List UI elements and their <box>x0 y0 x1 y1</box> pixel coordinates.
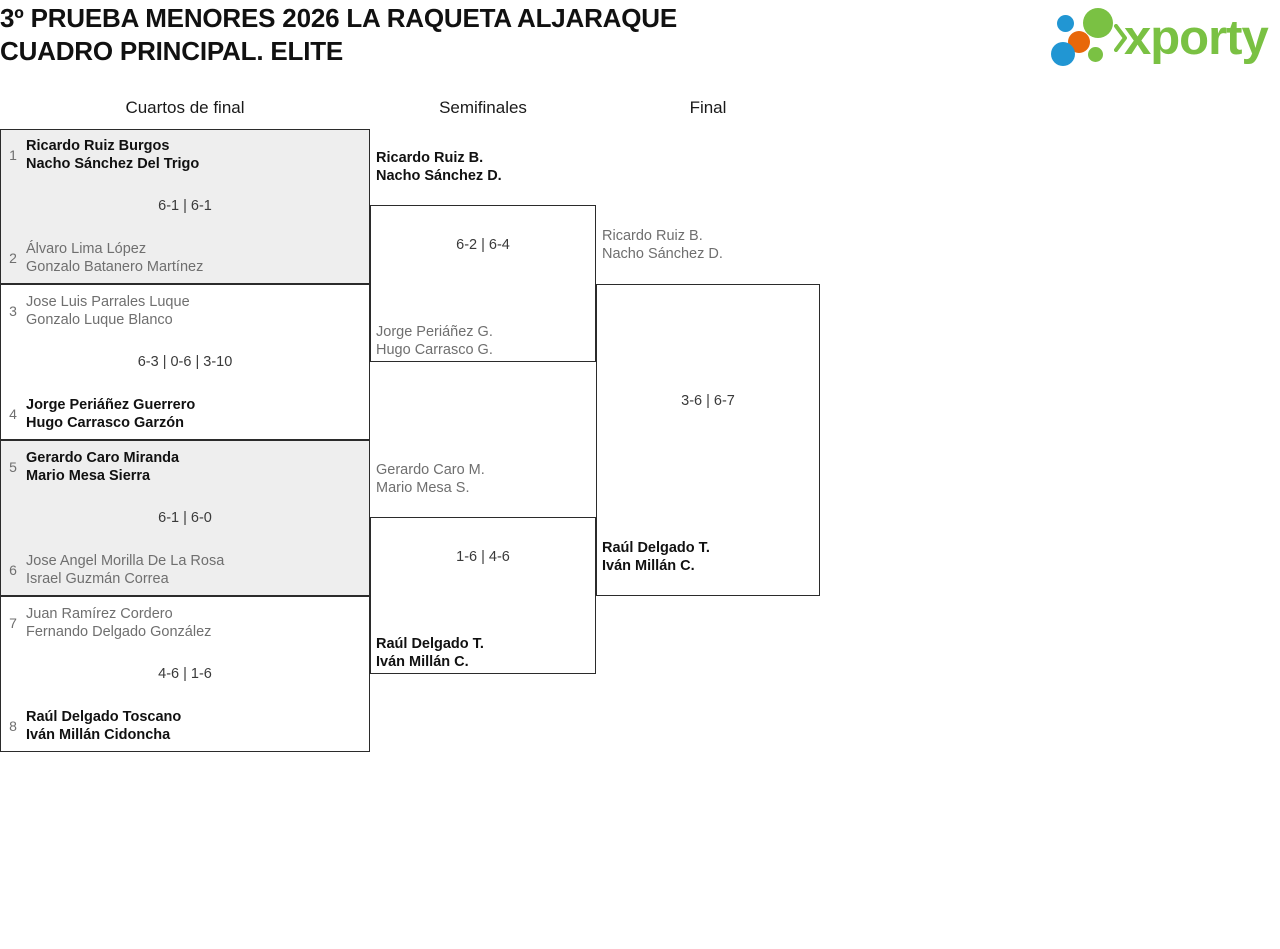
sf-2-top-player-2: Mario Mesa S. <box>376 480 470 496</box>
sf-2-bottom-player-1: Raúl Delgado T. <box>376 636 484 652</box>
sf-2-top-player-1: Gerardo Caro M. <box>376 462 485 478</box>
qf-1-top-player-1: Ricardo Ruiz Burgos <box>26 138 170 154</box>
qf-4-bottom-seed: 8 <box>9 718 17 734</box>
qf-2-top-player-1: Jose Luis Parrales Luque <box>26 294 190 310</box>
match-box-qf-4[interactable] <box>0 596 370 752</box>
qf-4-bottom-player-1: Raúl Delgado Toscano <box>26 709 182 725</box>
qf-3-top-seed: 5 <box>9 459 17 475</box>
qf-1-top-seed: 1 <box>9 147 17 163</box>
final-top-player-2: Nacho Sánchez D. <box>602 246 723 262</box>
logo-dot-green-large-icon <box>1083 8 1113 38</box>
xporty-logo[interactable]: xporty <box>1048 6 1276 68</box>
final-score: 3-6 | 6-7 <box>681 393 735 409</box>
qf-3-bottom-seed: 6 <box>9 562 17 578</box>
page-title: 3º PRUEBA MENORES 2026 LA RAQUETA ALJARA… <box>0 2 900 68</box>
qf-4-score: 4-6 | 1-6 <box>158 666 212 682</box>
qf-4-bottom-team[interactable]: 8 Raúl Delgado Toscano Iván Millán Cidon… <box>0 704 370 748</box>
qf-4-top-team[interactable]: 7 Juan Ramírez Cordero Fernando Delgado … <box>0 601 370 645</box>
qf-1-top-player-2: Nacho Sánchez Del Trigo <box>26 156 200 172</box>
logo-dot-green-small-icon <box>1088 47 1103 62</box>
sf-2-bottom-player-2: Iván Millán C. <box>376 654 469 670</box>
sf-1-top-team[interactable]: Ricardo Ruiz B. Nacho Sánchez D. <box>376 145 602 189</box>
match-box-sf-1[interactable] <box>370 205 596 362</box>
page-header: 3º PRUEBA MENORES 2026 LA RAQUETA ALJARA… <box>0 0 1280 78</box>
qf-2-score: 6-3 | 0-6 | 3-10 <box>137 354 233 370</box>
title-line-2: CUADRO PRINCIPAL. ELITE <box>0 36 344 66</box>
match-box-qf-1[interactable] <box>0 129 370 284</box>
round-header-semifinals: Semifinales <box>439 98 527 117</box>
logo-dots-icon <box>1048 6 1127 68</box>
qf-2-top-seed: 3 <box>9 303 17 319</box>
match-box-qf-3[interactable] <box>0 440 370 596</box>
logo-wordmark: xporty <box>1124 11 1269 65</box>
qf-1-bottom-player-1: Álvaro Lima López <box>26 241 147 257</box>
qf-4-top-seed: 7 <box>9 615 17 631</box>
qf-1-top-team[interactable]: 1 Ricardo Ruiz Burgos Nacho Sánchez Del … <box>0 133 370 177</box>
logo-dot-blue-small-icon <box>1057 15 1074 32</box>
final-bottom-player-1: Raúl Delgado T. <box>602 540 710 556</box>
logo-chevron-icon <box>1114 24 1127 52</box>
final-bottom-team[interactable]: Raúl Delgado T. Iván Millán C. <box>602 535 826 579</box>
final-top-team[interactable]: Ricardo Ruiz B. Nacho Sánchez D. <box>602 223 826 267</box>
qf-3-bottom-player-2: Israel Guzmán Correa <box>26 571 169 587</box>
sf-1-bottom-team[interactable]: Jorge Periáñez G. Hugo Carrasco G. <box>376 319 602 363</box>
qf-4-bottom-player-2: Iván Millán Cidoncha <box>26 727 171 743</box>
sf-2-bottom-team[interactable]: Raúl Delgado T. Iván Millán C. <box>376 631 602 675</box>
qf-1-bottom-team[interactable]: 2 Álvaro Lima López Gonzalo Batanero Mar… <box>0 236 370 280</box>
qf-3-top-player-2: Mario Mesa Sierra <box>26 468 151 484</box>
qf-2-bottom-player-1: Jorge Periáñez Guerrero <box>26 397 196 413</box>
qf-4-top-player-2: Fernando Delgado González <box>26 624 212 640</box>
sf-2-top-team[interactable]: Gerardo Caro M. Mario Mesa S. <box>376 457 602 501</box>
match-box-final[interactable] <box>596 284 820 596</box>
qf-2-top-player-2: Gonzalo Luque Blanco <box>26 312 173 328</box>
sf-1-bottom-player-2: Hugo Carrasco G. <box>376 342 493 358</box>
qf-2-top-team[interactable]: 3 Jose Luis Parrales Luque Gonzalo Luque… <box>0 289 370 333</box>
qf-3-top-team[interactable]: 5 Gerardo Caro Miranda Mario Mesa Sierra <box>0 445 370 489</box>
sf-1-top-player-1: Ricardo Ruiz B. <box>376 150 484 166</box>
match-box-sf-2[interactable] <box>370 517 596 674</box>
match-box-qf-2[interactable] <box>0 284 370 440</box>
qf-3-score: 6-1 | 6-0 <box>158 510 212 526</box>
sf-1-score: 6-2 | 6-4 <box>456 237 510 253</box>
qf-3-bottom-player-1: Jose Angel Morilla De La Rosa <box>26 553 225 569</box>
final-bottom-player-2: Iván Millán C. <box>602 558 695 574</box>
sf-2-score: 1-6 | 4-6 <box>456 549 510 565</box>
round-header-final: Final <box>689 98 727 117</box>
qf-4-top-player-1: Juan Ramírez Cordero <box>26 606 173 622</box>
qf-2-bottom-team[interactable]: 4 Jorge Periáñez Guerrero Hugo Carrasco … <box>0 392 370 436</box>
qf-1-bottom-seed: 2 <box>9 250 17 266</box>
sf-1-top-player-2: Nacho Sánchez D. <box>376 168 502 184</box>
qf-1-bottom-player-2: Gonzalo Batanero Martínez <box>26 259 204 275</box>
qf-3-top-player-1: Gerardo Caro Miranda <box>26 450 180 466</box>
sf-1-bottom-player-1: Jorge Periáñez G. <box>376 324 493 340</box>
qf-2-bottom-player-2: Hugo Carrasco Garzón <box>26 415 184 431</box>
qf-1-score: 6-1 | 6-1 <box>158 198 212 214</box>
qf-2-bottom-seed: 4 <box>9 406 17 422</box>
round-header-quarterfinals: Cuartos de final <box>125 98 245 117</box>
final-top-player-1: Ricardo Ruiz B. <box>602 228 703 244</box>
logo-dot-blue-large-icon <box>1051 42 1075 66</box>
qf-3-bottom-team[interactable]: 6 Jose Angel Morilla De La Rosa Israel G… <box>0 548 370 592</box>
title-line-1: 3º PRUEBA MENORES 2026 LA RAQUETA ALJARA… <box>0 3 677 33</box>
